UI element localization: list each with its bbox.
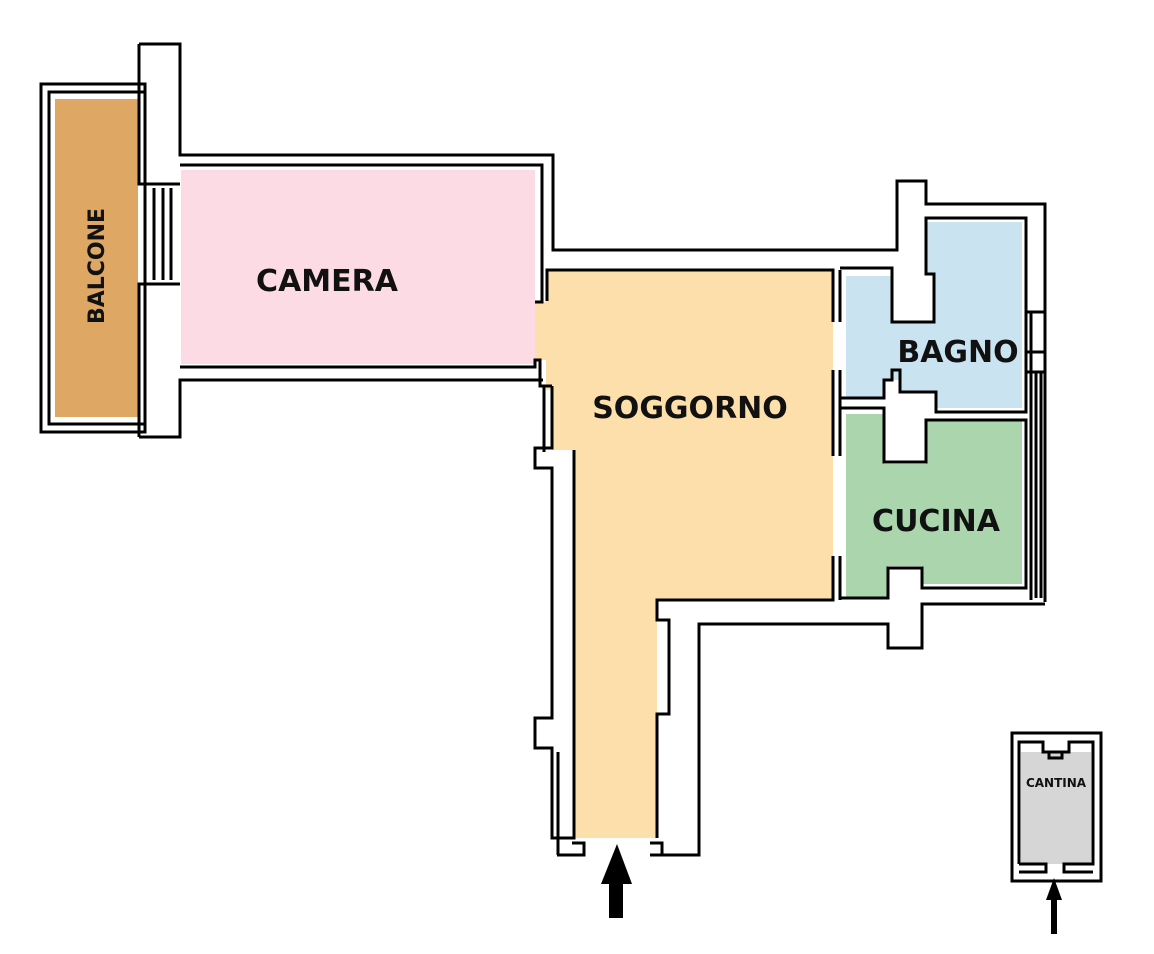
balcone-fill: [55, 99, 138, 417]
entrance-arrow: [601, 844, 632, 918]
walls: [39, 42, 1047, 857]
room-labels: BALCONE CAMERA SOGGORNO BAGNO CUCINA CAN…: [85, 208, 1087, 790]
camera-fill: [181, 170, 535, 364]
cantina-walls: [1010, 731, 1103, 883]
camera-label: CAMERA: [256, 264, 399, 299]
cucina-label: CUCINA: [872, 504, 1001, 539]
bagno-label: BAGNO: [897, 335, 1018, 370]
cantina-fill: [1021, 752, 1091, 864]
balcone-label: BALCONE: [85, 208, 110, 324]
soggiorno-label: SOGGORNO: [592, 391, 788, 426]
cucina-fill: [846, 414, 1022, 598]
cantina-label: CANTINA: [1026, 776, 1087, 790]
cantina-entrance-arrow: [1046, 878, 1062, 934]
soggiorno-fill: [535, 270, 833, 838]
room-fills: [55, 99, 1091, 864]
